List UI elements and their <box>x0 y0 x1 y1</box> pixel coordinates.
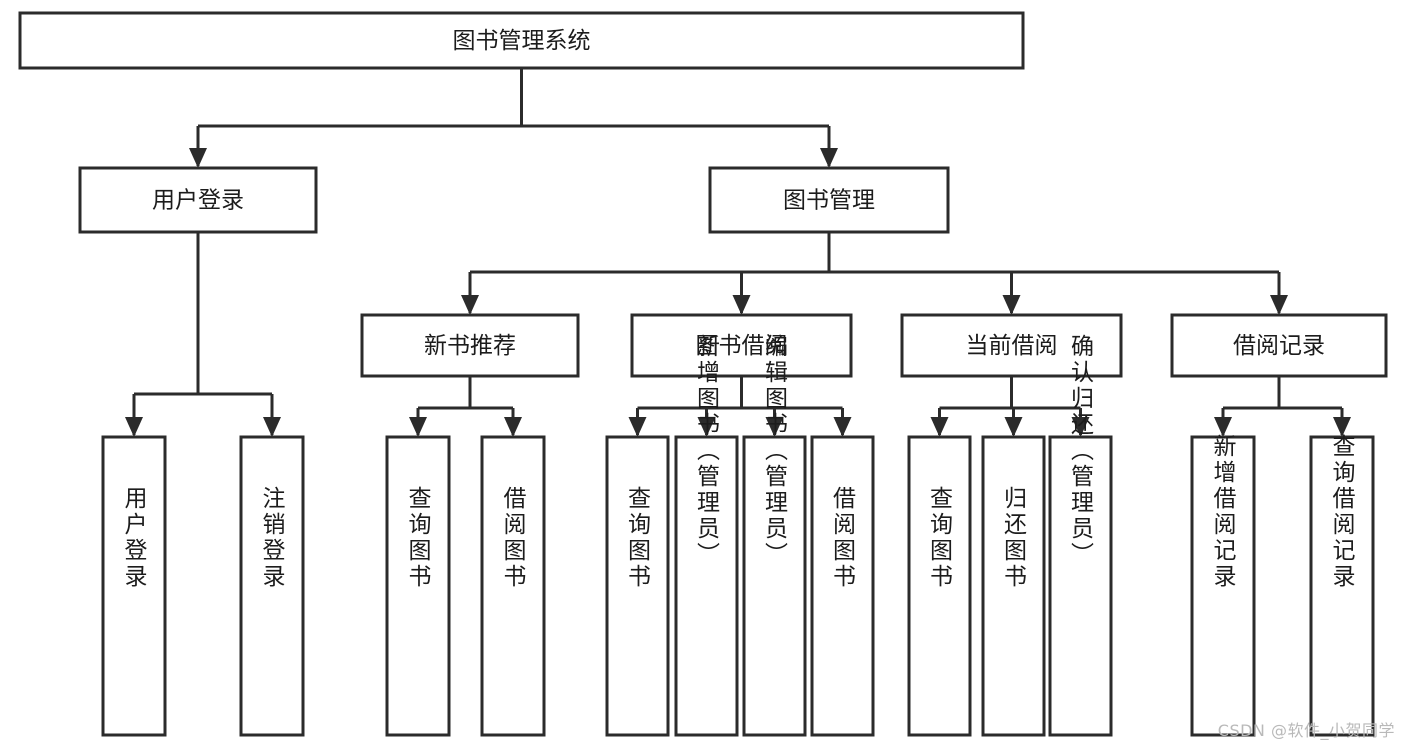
node-label-leaf-add-book-admin: 新增图书（管理员） <box>693 334 721 568</box>
node-box-new-book-recommend <box>360 313 580 378</box>
node-label-leaf-query-book-3: 查询图书 <box>926 486 954 590</box>
node-user-login[interactable]: 用户登录 <box>78 166 318 234</box>
arrow-head-icon <box>1270 295 1288 315</box>
arrow-head-icon <box>1071 417 1090 437</box>
node-undefined[interactable]: 图书管理系统 <box>18 11 1025 70</box>
node-leaf-logout[interactable]: 注销登录 <box>239 435 305 737</box>
node-box-current-borrow <box>900 313 1123 378</box>
node-label-leaf-return-book: 归还图书 <box>1000 486 1028 590</box>
node-leaf-edit-book-admin[interactable]: 编辑图书（管理员） <box>742 334 807 737</box>
node-label-leaf-query-book-2: 查询图书 <box>624 486 652 590</box>
node-label-book-borrow: 图书借阅 <box>696 333 788 359</box>
node-box-leaf-query-book-1 <box>385 435 451 737</box>
node-leaf-borrow-book-1[interactable]: 借阅图书 <box>480 435 546 737</box>
node-box-leaf-borrow-book-2 <box>810 435 875 737</box>
node-leaf-query-book-2[interactable]: 查询图书 <box>605 435 670 737</box>
node-box-leaf-query-book-2 <box>605 435 670 737</box>
node-label-leaf-borrow-book-1: 借阅图书 <box>499 486 527 590</box>
node-box-leaf-return-book <box>981 435 1046 737</box>
arrow-head-icon <box>930 417 949 437</box>
node-box-borrow-record <box>1170 313 1388 378</box>
node-book-manage[interactable]: 图书管理 <box>708 166 950 234</box>
node-label-book-manage: 图书管理 <box>783 188 875 214</box>
node-leaf-query-borrow-record[interactable]: 查询借阅记录 <box>1309 434 1375 737</box>
arrow-head-icon <box>125 417 143 437</box>
node-label-leaf-add-borrow-record: 新增借阅记录 <box>1209 434 1237 590</box>
arrow-head-icon <box>1214 417 1232 437</box>
node-leaf-add-book-admin[interactable]: 新增图书（管理员） <box>674 334 739 737</box>
arrow-head-icon <box>820 148 838 168</box>
edges-layer <box>125 68 1351 437</box>
node-box-leaf-borrow-book-1 <box>480 435 546 737</box>
node-box-leaf-edit-book-admin <box>742 435 807 737</box>
arrow-head-icon <box>504 417 522 437</box>
node-box-user-login <box>78 166 318 234</box>
node-leaf-borrow-book-2[interactable]: 借阅图书 <box>810 435 875 737</box>
node-label-leaf-query-borrow-record: 查询借阅记录 <box>1328 434 1356 590</box>
node-leaf-return-book[interactable]: 归还图书 <box>981 435 1046 737</box>
arrow-head-icon <box>263 417 281 437</box>
node-box-leaf-add-borrow-record <box>1190 435 1256 737</box>
node-box-undefined <box>18 11 1025 70</box>
node-label-leaf-query-book-1: 查询图书 <box>404 486 432 590</box>
node-label-new-book-recommend: 新书推荐 <box>424 333 516 359</box>
node-current-borrow[interactable]: 当前借阅 <box>900 313 1123 378</box>
arrow-head-icon <box>1002 295 1021 315</box>
node-box-leaf-confirm-return-admin <box>1048 435 1113 737</box>
node-box-book-manage <box>708 166 950 234</box>
node-label-leaf-logout: 注销登录 <box>258 486 286 590</box>
node-box-leaf-query-borrow-record <box>1309 435 1375 737</box>
arrow-head-icon <box>732 295 751 315</box>
node-new-book-recommend[interactable]: 新书推荐 <box>360 313 580 378</box>
node-label-leaf-borrow-book-2: 借阅图书 <box>829 486 857 590</box>
arrow-head-icon <box>833 417 852 437</box>
arrow-head-icon <box>409 417 427 437</box>
nodes-layer: 图书管理系统用户登录图书管理新书推荐图书借阅当前借阅借阅记录用户登录注销登录查询… <box>18 11 1388 737</box>
arrow-head-icon <box>765 417 784 437</box>
arrow-head-icon <box>1004 417 1023 437</box>
node-label-undefined: 图书管理系统 <box>453 28 591 54</box>
node-label-current-borrow: 当前借阅 <box>966 333 1058 359</box>
node-label-leaf-user-login: 用户登录 <box>120 486 148 590</box>
node-leaf-confirm-return-admin[interactable]: 确认归还（管理员） <box>1048 334 1113 737</box>
arrow-head-icon <box>461 295 479 315</box>
node-label-leaf-confirm-return-admin: 确认归还（管理员） <box>1067 334 1095 568</box>
arrow-head-icon <box>189 148 207 168</box>
watermark-text: CSDN @软件_小贺同学 <box>1217 721 1395 740</box>
arrow-head-icon <box>1333 417 1351 437</box>
node-box-leaf-user-login <box>101 435 167 737</box>
arrow-head-icon <box>697 417 716 437</box>
node-leaf-query-book-1[interactable]: 查询图书 <box>385 435 451 737</box>
node-box-leaf-logout <box>239 435 305 737</box>
node-label-user-login: 用户登录 <box>152 188 244 214</box>
node-box-leaf-add-book-admin <box>674 435 739 737</box>
node-book-borrow[interactable]: 图书借阅 <box>630 313 853 378</box>
node-box-book-borrow <box>630 313 853 378</box>
node-label-borrow-record: 借阅记录 <box>1233 333 1325 359</box>
node-leaf-add-borrow-record[interactable]: 新增借阅记录 <box>1190 434 1256 737</box>
node-box-leaf-query-book-3 <box>907 435 972 737</box>
arrow-head-icon <box>628 417 647 437</box>
node-label-leaf-edit-book-admin: 编辑图书（管理员） <box>761 334 789 568</box>
node-leaf-user-login[interactable]: 用户登录 <box>101 435 167 737</box>
node-leaf-query-book-3[interactable]: 查询图书 <box>907 435 972 737</box>
node-borrow-record[interactable]: 借阅记录 <box>1170 313 1388 378</box>
